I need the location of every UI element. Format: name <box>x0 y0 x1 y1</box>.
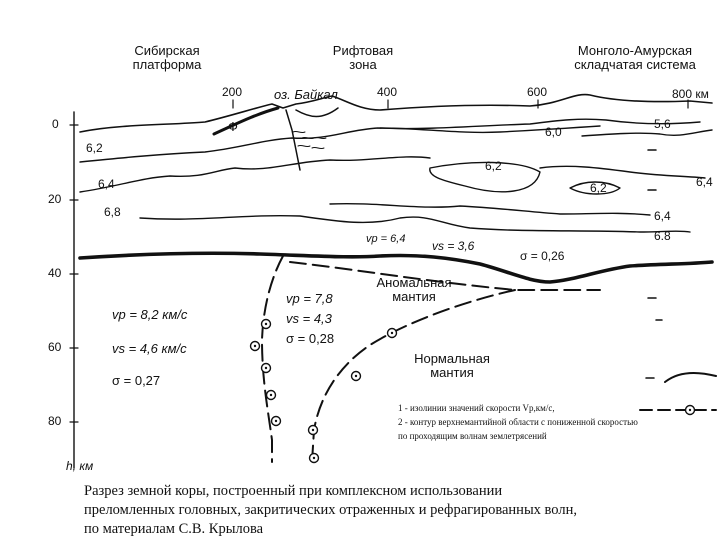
isoline-6-8 <box>139 215 691 233</box>
normal-mantle-line2: мантия <box>430 364 474 380</box>
isoline-label-6-2-right: 6,2 <box>590 181 607 195</box>
rift-basin-outline <box>285 107 339 171</box>
y-tick-40: 40 <box>48 266 62 280</box>
region-rift-zone: Рифтовая зона <box>318 44 408 71</box>
moho-marker-label: Ф <box>228 119 238 134</box>
region-siberian-platform: Сибирская платформа <box>112 44 222 71</box>
region-siberian-line2: платформа <box>132 56 202 72</box>
anomalous-mantle-line1: Аномальная <box>376 275 452 290</box>
isoline-label-6-8: 6,8 <box>104 205 121 219</box>
normal-mantle-label: Нормальная мантия <box>404 352 500 379</box>
isoline-label-6-4: 6,4 <box>98 177 115 191</box>
isoline-label-6-2: 6,2 <box>86 141 103 155</box>
left-vp-value: vp = 8,2 км/с <box>112 307 188 322</box>
legend-item-2-cont: по проходящим волнам землетрясений <box>398 431 547 441</box>
normal-mantle-line1: Нормальная <box>414 351 490 366</box>
caption-line-1: Разрез земной коры, построенный при комп… <box>84 483 503 499</box>
isoline-6-2-lens <box>429 161 541 193</box>
y-tick-0: 0 <box>52 117 59 131</box>
x-tick-200: 200 <box>222 85 243 99</box>
anomalous-mantle-lower-contour <box>311 289 516 463</box>
isoline-6-0 <box>379 125 601 134</box>
left-vs-value: vs = 4,6 км/с <box>112 341 187 356</box>
isoline-6-2-right <box>569 181 621 195</box>
vs-boundary-label: vs = 3,6 <box>432 239 475 253</box>
isoline-label-6-4-right: 6,4 <box>696 175 713 189</box>
sigma-boundary-label: σ = 0,26 <box>520 249 565 263</box>
upper-crust-body <box>212 106 280 136</box>
anomaly-sigma-value: σ = 0,28 <box>286 331 335 346</box>
moho-boundary <box>78 251 714 284</box>
edge-dashes <box>645 149 663 379</box>
anomalous-mantle-top <box>289 261 601 291</box>
legend-symbol-isoline <box>664 371 717 383</box>
caption-line-2: преломленных головных, закритических отр… <box>84 502 577 518</box>
anomaly-vp-value: vp = 7,8 <box>286 291 333 306</box>
isoline-6-4-lower <box>329 202 651 216</box>
y-axis-label: h, км <box>66 459 94 473</box>
y-tick-80: 80 <box>48 414 62 428</box>
y-tick-20: 20 <box>48 192 62 206</box>
surface-relief <box>79 93 713 133</box>
caption: Разрез земной коры, построенный при комп… <box>84 482 577 539</box>
anomalous-mantle-label: Аномальная мантия <box>366 276 462 303</box>
isoline-label-6-8-right: 6.8 <box>654 229 671 243</box>
vp-boundary-label: vp = 6,4 <box>366 233 406 245</box>
isoline-6-4 <box>79 156 706 193</box>
region-mongol-line2: складчатая система <box>574 56 696 72</box>
region-rift-line2: зона <box>349 56 377 72</box>
isoline-label-6-0: 6,0 <box>545 125 562 139</box>
caption-line-3: по материалам С.В. Крылова <box>84 521 264 537</box>
region-rift-line1: Рифтовая <box>332 43 394 58</box>
anomalous-mantle-line2: мантия <box>392 288 436 304</box>
x-tick-400: 400 <box>377 85 398 99</box>
region-siberian-line1: Сибирская <box>134 43 200 58</box>
region-mongol-line1: Монголо-Амурская <box>577 43 693 58</box>
isoline-label-6-4-lower: 6,4 <box>654 209 671 223</box>
x-tick-600: 600 <box>527 85 548 99</box>
legend-item-2: 2 - контур верхнемантийной области с пон… <box>398 417 638 427</box>
left-sigma-value: σ = 0,27 <box>112 373 161 388</box>
isoline-label-6-2-lens: 6,2 <box>485 159 502 173</box>
anomaly-vs-value: vs = 4,3 <box>286 311 332 326</box>
isoline-label-5-6: 5,6 <box>654 117 671 131</box>
anomalous-mantle-contour <box>261 255 284 463</box>
lake-baikal-label: оз. Байкал <box>274 87 338 102</box>
y-tick-60: 60 <box>48 340 62 354</box>
isoline-5-6 <box>581 129 713 137</box>
rift-basin-fill <box>292 130 327 150</box>
x-tick-800: 800 км <box>672 87 709 101</box>
isoline-6-2-upper <box>79 118 701 163</box>
legend-item-1: 1 - изолинии значений скорости Vp,км/с, <box>398 403 555 413</box>
region-mongol-amur: Монголо-Амурская складчатая система <box>560 44 710 71</box>
